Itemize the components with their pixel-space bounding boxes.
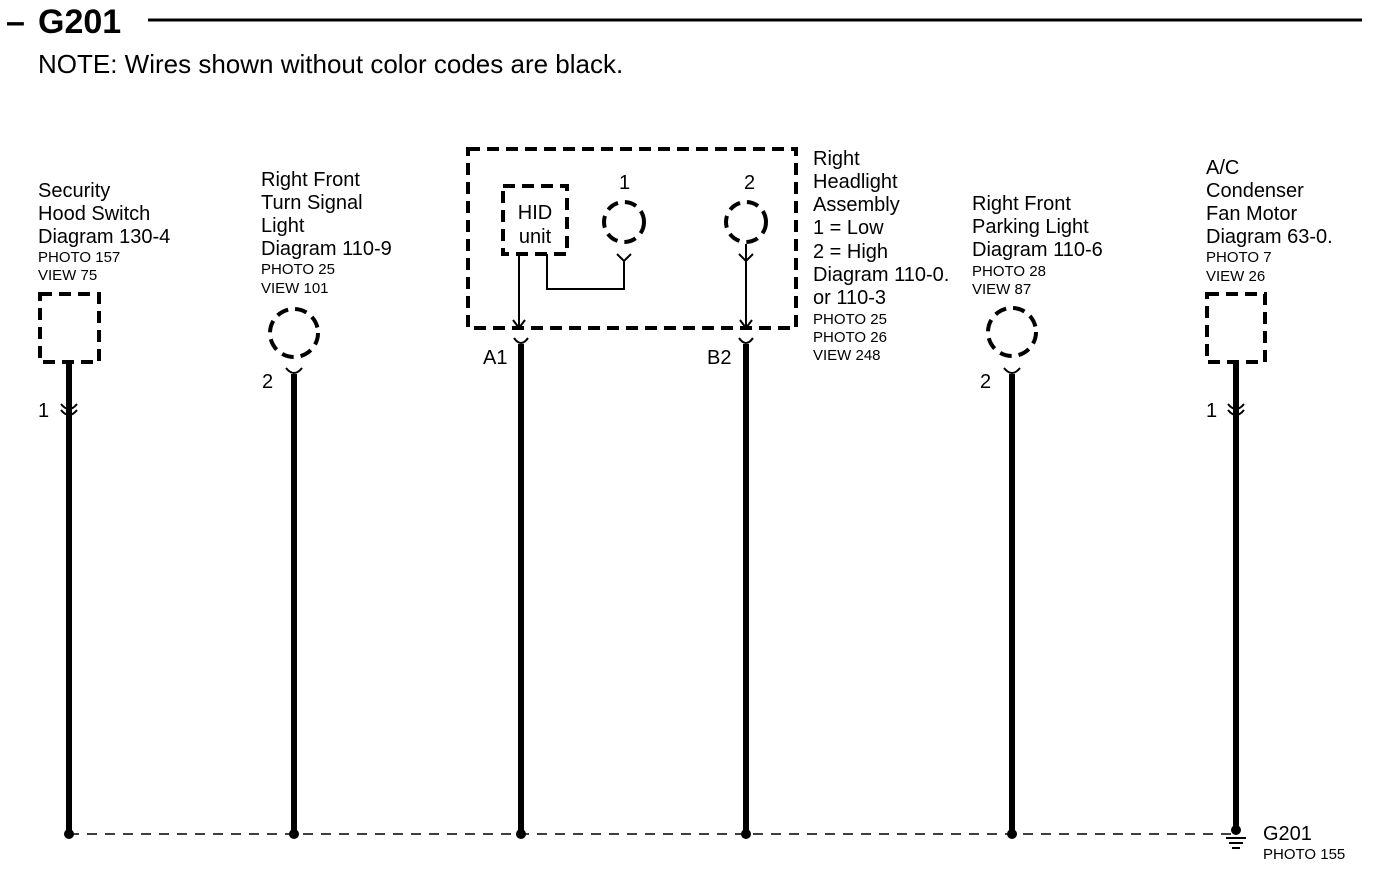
bulb-pin-label: 1: [619, 172, 630, 194]
component-label-line: Diagram 63-0.: [1206, 226, 1333, 248]
switch-box-icon: [38, 292, 101, 364]
bulb-icon: [986, 306, 1038, 358]
connector-icon: [1227, 403, 1245, 416]
component-label-line: Fan Motor: [1206, 203, 1297, 225]
assembly-box-icon: [466, 147, 798, 330]
ground-label: G201: [1263, 823, 1312, 845]
splice-dot: [64, 829, 74, 839]
photo-ref: PHOTO 157: [38, 249, 120, 266]
component-label-line: Diagram 110-0.: [813, 264, 949, 286]
view-ref: VIEW 87: [972, 281, 1031, 298]
component-label-line: Turn Signal: [261, 192, 363, 214]
photo-ref: PHOTO 28: [972, 263, 1046, 280]
ground-bus: G201 PHOTO 155: [64, 823, 1345, 863]
photo-ref: PHOTO 7: [1206, 249, 1272, 266]
note-text: NOTE: Wires shown without color codes ar…: [38, 49, 623, 79]
pin-label: 2: [262, 371, 273, 393]
bulb-icon: [268, 307, 320, 359]
splice-dot: [516, 829, 526, 839]
internal-wire: [616, 253, 632, 263]
component-label-line: Parking Light: [972, 216, 1089, 238]
hid-label: HID: [518, 202, 552, 224]
low-beam-bulb-icon: [602, 200, 646, 244]
component-label-line: 1 = Low: [813, 217, 884, 239]
pin-label: B2: [707, 347, 731, 369]
view-ref: VIEW 101: [261, 280, 329, 297]
motor-box-icon: [1205, 292, 1267, 364]
bulb-pin-label: 2: [744, 172, 755, 194]
pin-label: 2: [980, 371, 991, 393]
component-label-line: A/C: [1206, 157, 1239, 179]
photo-ref: PHOTO 25: [813, 311, 887, 328]
component-label-line: Security: [38, 180, 110, 202]
component-label-line: Assembly: [813, 194, 900, 216]
high-beam-bulb-icon: [724, 200, 768, 244]
right-headlight-assembly: HID unit 1 2 A1 B2 Right Headlight Assem…: [466, 147, 949, 834]
view-ref: VIEW 26: [1206, 268, 1265, 285]
ground-photo-ref: PHOTO 155: [1263, 846, 1345, 863]
hid-unit-icon: [501, 184, 569, 256]
arrow-icon: [512, 319, 526, 330]
component-label-line: Condenser: [1206, 180, 1304, 202]
internal-wire: [546, 254, 625, 290]
view-ref: VIEW 75: [38, 267, 97, 284]
view-ref: VIEW 248: [813, 347, 881, 364]
splice-dot: [741, 829, 751, 839]
header-dash: –: [6, 3, 25, 41]
component-label-line: Headlight: [813, 171, 898, 193]
photo-ref: PHOTO 26: [813, 329, 887, 346]
pin-label: 1: [1206, 400, 1217, 422]
ac-condenser-fan-motor: A/C Condenser Fan Motor Diagram 63-0. PH…: [1205, 157, 1333, 828]
security-hood-switch: Security Hood Switch Diagram 130-4 PHOTO…: [38, 180, 170, 834]
splice-dot: [1007, 829, 1017, 839]
splice-dot: [289, 829, 299, 839]
connector-icon: [738, 337, 754, 344]
pin-label: A1: [483, 347, 507, 369]
component-label-line: Diagram 110-9: [261, 238, 392, 260]
component-label-line: Right Front: [261, 169, 360, 191]
right-front-parking-light: Right Front Parking Light Diagram 110-6 …: [972, 193, 1103, 834]
internal-wire: [738, 253, 754, 263]
ground-icon: [1226, 825, 1246, 849]
component-label-line: Right: [813, 148, 860, 170]
photo-ref: PHOTO 25: [261, 261, 335, 278]
pin-label: 1: [38, 400, 49, 422]
component-label-line: Hood Switch: [38, 203, 150, 225]
arrow-icon: [739, 319, 753, 330]
connector-icon: [285, 367, 303, 374]
component-label-line: Diagram 110-6: [972, 239, 1103, 261]
page-title: G201: [38, 3, 121, 41]
component-label-line: or 110-3: [813, 287, 886, 309]
component-label-line: Diagram 130-4: [38, 226, 170, 248]
connector-icon: [1003, 367, 1021, 374]
component-label-line: Right Front: [972, 193, 1071, 215]
component-label-line: 2 = High: [813, 241, 888, 263]
right-front-turn-signal: Right Front Turn Signal Light Diagram 11…: [261, 169, 392, 834]
connector-icon: [513, 337, 529, 344]
hid-label: unit: [519, 226, 552, 248]
component-label-line: Light: [261, 215, 305, 237]
connector-icon: [60, 403, 78, 416]
